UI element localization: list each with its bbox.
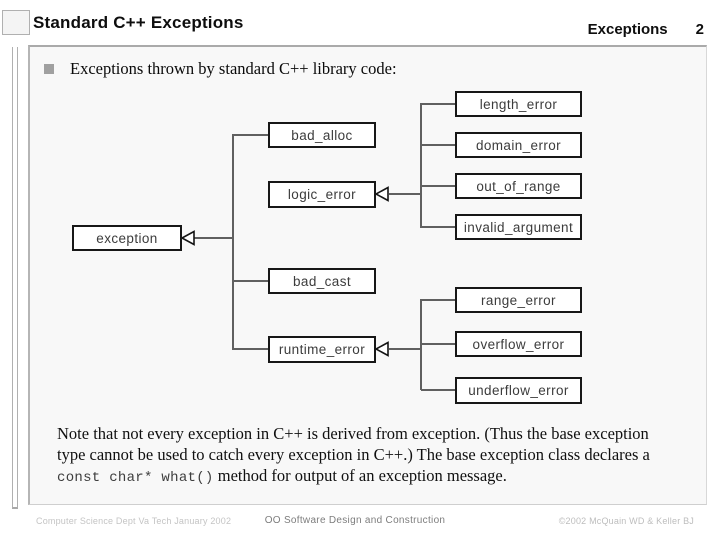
connector-line xyxy=(232,134,234,350)
class-node-bad-alloc: bad_alloc xyxy=(268,122,376,148)
bullet-text: Exceptions thrown by standard C++ librar… xyxy=(70,59,397,78)
connector-line xyxy=(421,103,455,105)
class-node-logic-error: logic_error xyxy=(268,181,376,208)
corner-tab-decoration xyxy=(2,10,30,35)
class-node-length-error: length_error xyxy=(455,91,582,117)
class-node-range-error: range_error xyxy=(455,287,582,313)
side-rail-decoration xyxy=(12,47,18,509)
connector-line xyxy=(389,193,422,195)
footer-center: OO Software Design and Construction xyxy=(264,515,446,526)
connector-line xyxy=(389,348,422,350)
inheritance-arrow-icon xyxy=(375,186,389,202)
class-node-runtime-error: runtime_error xyxy=(268,336,376,363)
connector-line xyxy=(192,237,233,239)
footer-left: Computer Science Dept Va Tech January 20… xyxy=(36,516,232,526)
class-node-underflow-error: underflow_error xyxy=(455,377,582,404)
note-part1: Note that not every exception in C++ is … xyxy=(57,424,650,464)
bullet-icon xyxy=(44,64,54,74)
page-title: Standard C++ Exceptions xyxy=(33,13,244,32)
class-node-out-of-range: out_of_range xyxy=(455,173,582,199)
class-node-overflow-error: overflow_error xyxy=(455,331,582,357)
connector-line xyxy=(233,348,268,350)
page-number: 2 xyxy=(695,21,704,38)
class-node-exception: exception xyxy=(72,225,182,251)
connector-line xyxy=(233,280,268,282)
note-text: Note that not every exception in C++ is … xyxy=(57,423,669,489)
connector-line xyxy=(233,134,268,136)
connector-line xyxy=(421,389,455,391)
connector-line xyxy=(421,226,455,228)
footer-right: ©2002 McQuain WD & Keller BJ xyxy=(558,516,694,526)
class-node-invalid-argument: invalid_argument xyxy=(455,214,582,240)
inheritance-arrow-icon xyxy=(375,341,389,357)
connector-line xyxy=(421,185,455,187)
connector-line xyxy=(420,103,422,228)
connector-line xyxy=(421,144,455,146)
class-node-domain-error: domain_error xyxy=(455,132,582,158)
section-label: Exceptions xyxy=(587,21,668,38)
inheritance-arrow-icon xyxy=(181,230,195,246)
connector-line xyxy=(421,343,455,345)
note-part2: method for output of an exception messag… xyxy=(213,466,507,485)
class-node-bad-cast: bad_cast xyxy=(268,268,376,294)
header-section: Exceptions 2 xyxy=(588,21,704,38)
connector-line xyxy=(421,299,455,301)
note-code: const char* what() xyxy=(57,470,214,486)
